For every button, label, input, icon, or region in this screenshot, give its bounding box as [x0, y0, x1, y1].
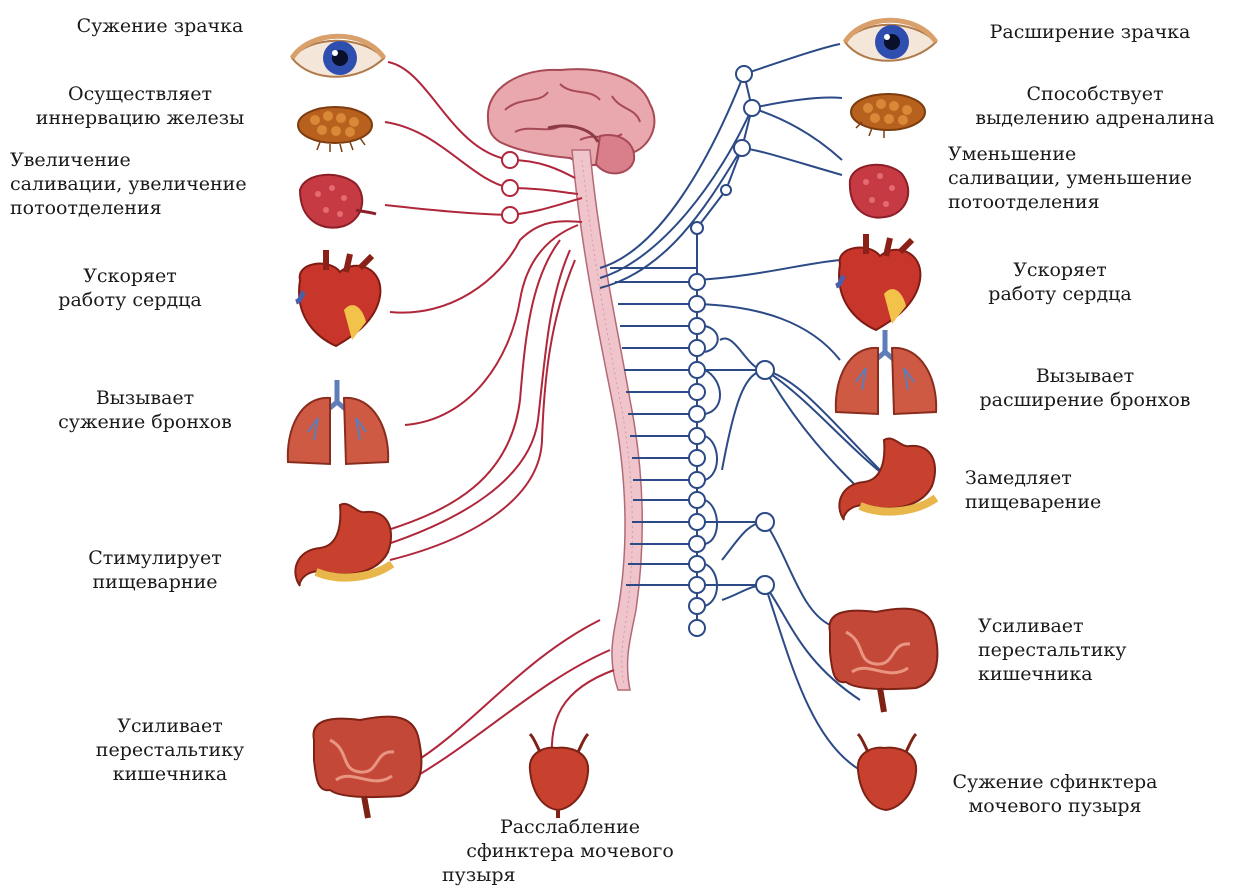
label-line: Увеличение — [10, 148, 290, 172]
label-left-bronchi: Вызывает сужение бронхов — [30, 386, 260, 434]
label-right-adrenaline: Способствует выделению адреналина — [945, 82, 1245, 130]
label-line: Осуществляет — [10, 82, 270, 106]
label-line: Вызывает — [950, 364, 1220, 388]
label-line: выделению адреналина — [945, 106, 1245, 130]
label-right-saliva: Уменьшение саливации, уменьшение потоотд… — [948, 142, 1243, 214]
heart-icon-right — [836, 234, 920, 330]
label-bottom-bladder: Расслабление сфинктера мочевого пузыря — [420, 815, 720, 887]
label-line: перестальтику — [978, 638, 1178, 662]
label-right-bronchi: Вызывает расширение бронхов — [950, 364, 1220, 412]
label-line: кишечника — [70, 762, 270, 786]
stomach-icon-right — [839, 438, 936, 520]
label-left-saliva: Увеличение саливации, увеличение потоотд… — [10, 148, 290, 220]
label-right-pupil: Расширение зрачка — [955, 20, 1225, 44]
bladder-icon — [530, 734, 588, 818]
label-line: работу сердца — [30, 288, 230, 312]
label-line: мочевого пузыря — [930, 794, 1180, 818]
stomach-icon — [295, 504, 392, 586]
label-line: Расширение зрачка — [955, 20, 1225, 44]
label-left-intestine: Усиливает перестальтику кишечника — [70, 714, 270, 786]
label-right-heart: Ускоряет работу сердца — [960, 258, 1160, 306]
label-line: пищеварние — [55, 570, 255, 594]
label-line: Усиливает — [978, 614, 1178, 638]
spinal-cord-icon — [572, 150, 642, 690]
intestine-icon-right — [829, 609, 937, 712]
label-line: потоотделения — [10, 196, 290, 220]
label-line: пищеварение — [965, 490, 1165, 514]
label-line: Расслабление — [420, 815, 720, 839]
label-line: Усиливает — [70, 714, 270, 738]
label-line: пузыря — [420, 863, 720, 887]
label-line: Уменьшение — [948, 142, 1243, 166]
label-left-digestion: Стимулирует пищеварние — [55, 546, 255, 594]
label-line: Ускоряет — [30, 264, 230, 288]
label-line: работу сердца — [960, 282, 1160, 306]
heart-icon — [296, 250, 380, 346]
label-right-intestine: Усиливает перестальтику кишечника — [978, 614, 1178, 686]
label-line: расширение бронхов — [950, 388, 1220, 412]
label-right-bladder: Сужение сфинктера мочевого пузыря — [930, 770, 1180, 818]
lungs-icon-right — [836, 330, 936, 414]
label-line: Вызывает — [30, 386, 260, 410]
label-line: саливации, уменьшение — [948, 166, 1243, 190]
label-line: иннервацию железы — [10, 106, 270, 130]
intestine-icon — [313, 717, 421, 818]
label-line: Сужение сфинктера — [930, 770, 1180, 794]
lungs-icon — [288, 380, 388, 464]
gland-icon — [298, 107, 372, 152]
salivary-gland-icon-right — [850, 165, 908, 218]
eye-icon — [292, 36, 384, 77]
salivary-gland-icon — [300, 175, 376, 228]
label-line: перестальтику — [70, 738, 270, 762]
label-line: Ускоряет — [960, 258, 1160, 282]
label-left-gland: Осуществляет иннервацию железы — [10, 82, 270, 130]
label-right-digestion: Замедляет пищеварение — [965, 466, 1165, 514]
parasympathetic-ganglia — [502, 152, 518, 223]
label-line: Сужение зрачка — [60, 14, 260, 38]
label-line: саливации, увеличение — [10, 172, 290, 196]
label-left-pupil: Сужение зрачка — [60, 14, 260, 38]
adrenal-gland-icon — [851, 94, 925, 138]
label-line: сужение бронхов — [30, 410, 260, 434]
label-line: Замедляет — [965, 466, 1165, 490]
label-line: кишечника — [978, 662, 1178, 686]
bladder-icon-right — [858, 734, 916, 810]
label-line: Стимулирует — [55, 546, 255, 570]
label-line: сфинктера мочевого — [420, 839, 720, 863]
label-left-heart: Ускоряет работу сердца — [30, 264, 230, 312]
label-line: Способствует — [945, 82, 1245, 106]
label-line: потоотделения — [948, 190, 1243, 214]
eye-icon-right — [845, 20, 936, 61]
